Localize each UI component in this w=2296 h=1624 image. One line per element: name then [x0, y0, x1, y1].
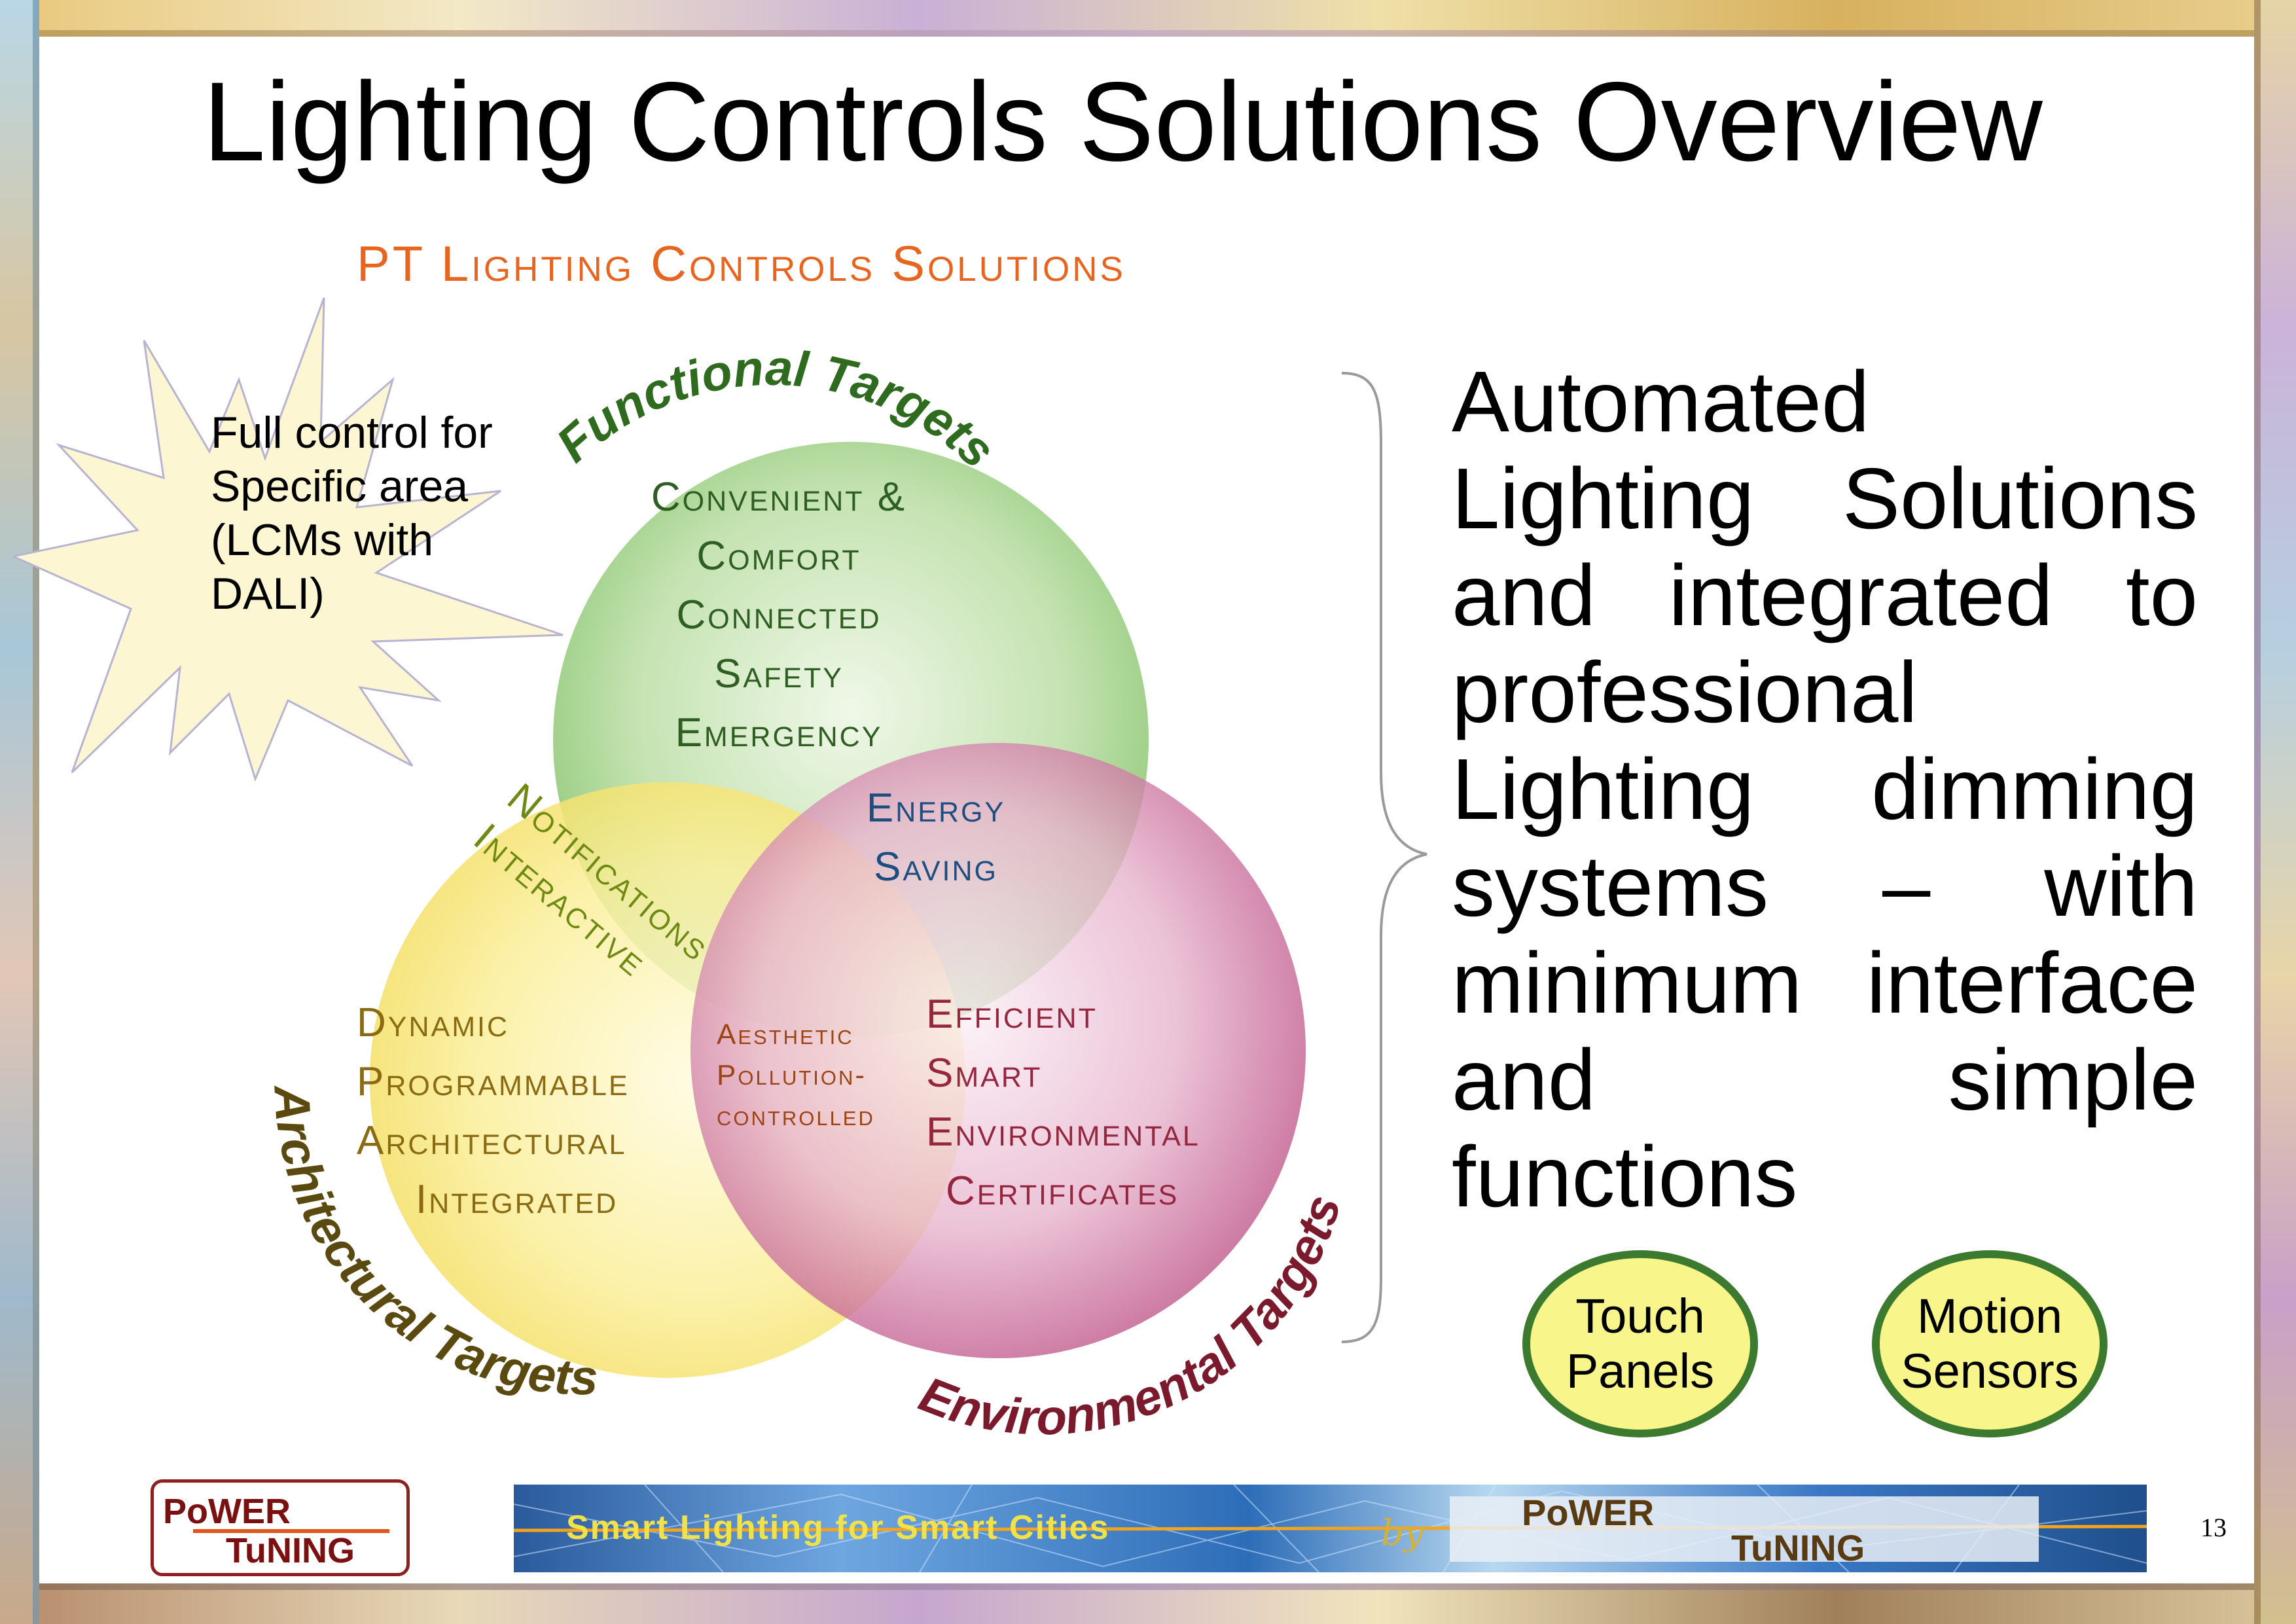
body-text-line: Lighting Solutions — [1452, 450, 2198, 547]
functional-item: Comfort — [615, 527, 942, 586]
environmental-item: Efficient — [926, 985, 1332, 1044]
architectural-items: Dynamic Programmable Architectural Integ… — [357, 994, 776, 1229]
body-text-line: minimum interface — [1452, 935, 2198, 1032]
environmental-item: Certificates — [926, 1162, 1332, 1221]
brace-divider — [1329, 367, 1433, 1348]
footer-banner: by PoWER TuNING Smart Lighting for Smart… — [514, 1485, 2147, 1572]
architectural-item: Architectural — [357, 1111, 776, 1170]
touch-panels-badge: Touch Panels — [1522, 1250, 1758, 1437]
body-text-line: Automated — [1452, 353, 2198, 450]
architectural-item: Programmable — [357, 1053, 776, 1111]
motion-sensors-badge: Motion Sensors — [1872, 1250, 2108, 1437]
aesthetic-items: Aesthetic Pollution- controlled — [717, 1015, 887, 1136]
functional-items: Convenient & Comfort Connected Safety Em… — [615, 468, 942, 763]
functional-item: Connected — [615, 586, 942, 645]
frame-top-border — [0, 0, 2296, 37]
page-number: 13 — [2200, 1512, 2227, 1543]
functional-item: Convenient & — [615, 468, 942, 527]
environmental-item: Smart — [926, 1044, 1332, 1103]
frame-bottom-border — [0, 1583, 2296, 1624]
banner-logo-bottom: TuNING — [1731, 1527, 1865, 1568]
body-text-line: and simple — [1452, 1032, 2198, 1128]
overlap-item: Saving — [851, 838, 1021, 897]
logo-text-top: PoWER — [163, 1492, 291, 1531]
architectural-item: Dynamic — [357, 994, 776, 1053]
overlap-item: Energy — [851, 779, 1021, 838]
page-title: Lighting Controls Solutions Overview — [203, 65, 2232, 178]
banner-tagline: Smart Lighting for Smart Cities — [566, 1508, 1110, 1547]
body-text-line: Lighting dimming — [1452, 741, 2198, 838]
overlap-item: Aesthetic — [717, 1015, 887, 1055]
body-text-line: professional — [1452, 644, 2198, 741]
logo-text-bottom: TuNING — [226, 1531, 355, 1570]
banner-logo-top: PoWER — [1522, 1492, 1654, 1533]
architectural-item: Integrated — [357, 1170, 776, 1229]
functional-item: Emergency — [615, 704, 942, 763]
body-text: Automated Lighting Solutions and integra… — [1452, 353, 2198, 1225]
banner-script-text: by — [1381, 1512, 1425, 1553]
functional-item: Safety — [615, 645, 942, 704]
power-tuning-logo: PoWER TuNING — [151, 1479, 410, 1576]
environmental-items: Efficient Smart Environmental Certificat… — [926, 985, 1332, 1221]
frame-right-border — [2254, 0, 2296, 1624]
body-text-line: functions — [1452, 1128, 2198, 1225]
energy-saving-items: Energy Saving — [851, 779, 1021, 897]
logo-mark: PoWER TuNING — [154, 1483, 406, 1573]
body-text-line: systems – with — [1452, 838, 2198, 935]
overlap-item: controlled — [717, 1096, 887, 1136]
overlap-item: Pollution- — [717, 1055, 887, 1096]
environmental-item: Environmental — [926, 1103, 1332, 1162]
body-text-line: and integrated to — [1452, 547, 2198, 644]
